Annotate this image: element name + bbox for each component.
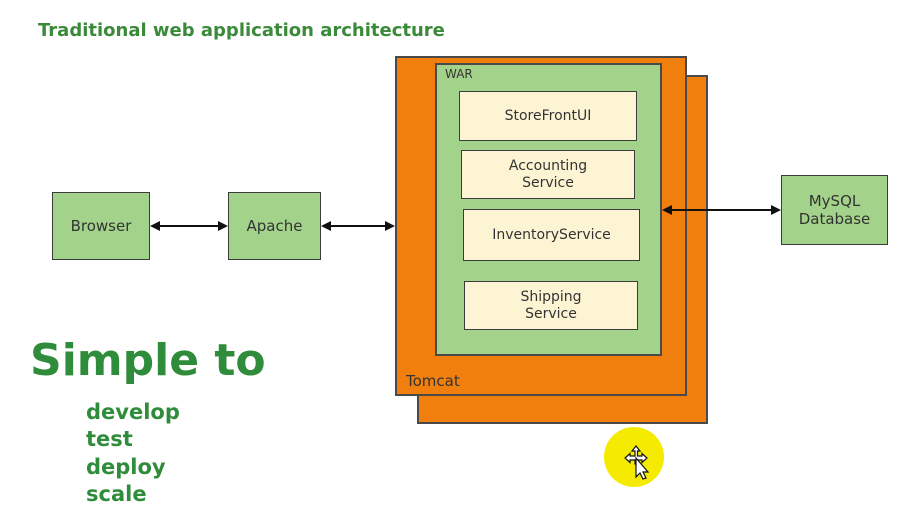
simple-item-deploy: deploy bbox=[86, 455, 166, 479]
shipping-service-box: Shipping Service bbox=[464, 281, 638, 330]
simple-item-develop: develop bbox=[86, 400, 180, 424]
mysql-database-box: MySQL Database bbox=[781, 175, 888, 245]
simple-to-heading: Simple to bbox=[30, 335, 266, 386]
storefront-ui-label: StoreFrontUI bbox=[504, 107, 592, 124]
simple-item-test: test bbox=[86, 427, 133, 451]
mysql-label: MySQL bbox=[808, 192, 861, 210]
move-cursor-icon bbox=[624, 445, 650, 480]
browser-label: Browser bbox=[70, 217, 132, 235]
slide-title: Traditional web application architecture bbox=[38, 20, 445, 41]
accounting-service-label-2: Service bbox=[522, 174, 574, 191]
shipping-service-label-2: Service bbox=[525, 305, 577, 322]
accounting-service-label-1: Accounting bbox=[508, 157, 588, 174]
inventory-service-label: InventoryService bbox=[492, 226, 611, 243]
apache-label: Apache bbox=[246, 217, 303, 235]
apache-box: Apache bbox=[228, 192, 321, 260]
browser-box: Browser bbox=[52, 192, 150, 260]
simple-item-scale: scale bbox=[86, 482, 147, 506]
database-label: Database bbox=[798, 210, 871, 228]
tomcat-label: Tomcat bbox=[406, 372, 460, 390]
shipping-service-label-1: Shipping bbox=[520, 288, 582, 305]
accounting-service-box: Accounting Service bbox=[461, 150, 635, 199]
storefront-ui-box: StoreFrontUI bbox=[459, 91, 637, 141]
war-label: WAR bbox=[445, 67, 473, 81]
inventory-service-box: InventoryService bbox=[463, 209, 640, 261]
